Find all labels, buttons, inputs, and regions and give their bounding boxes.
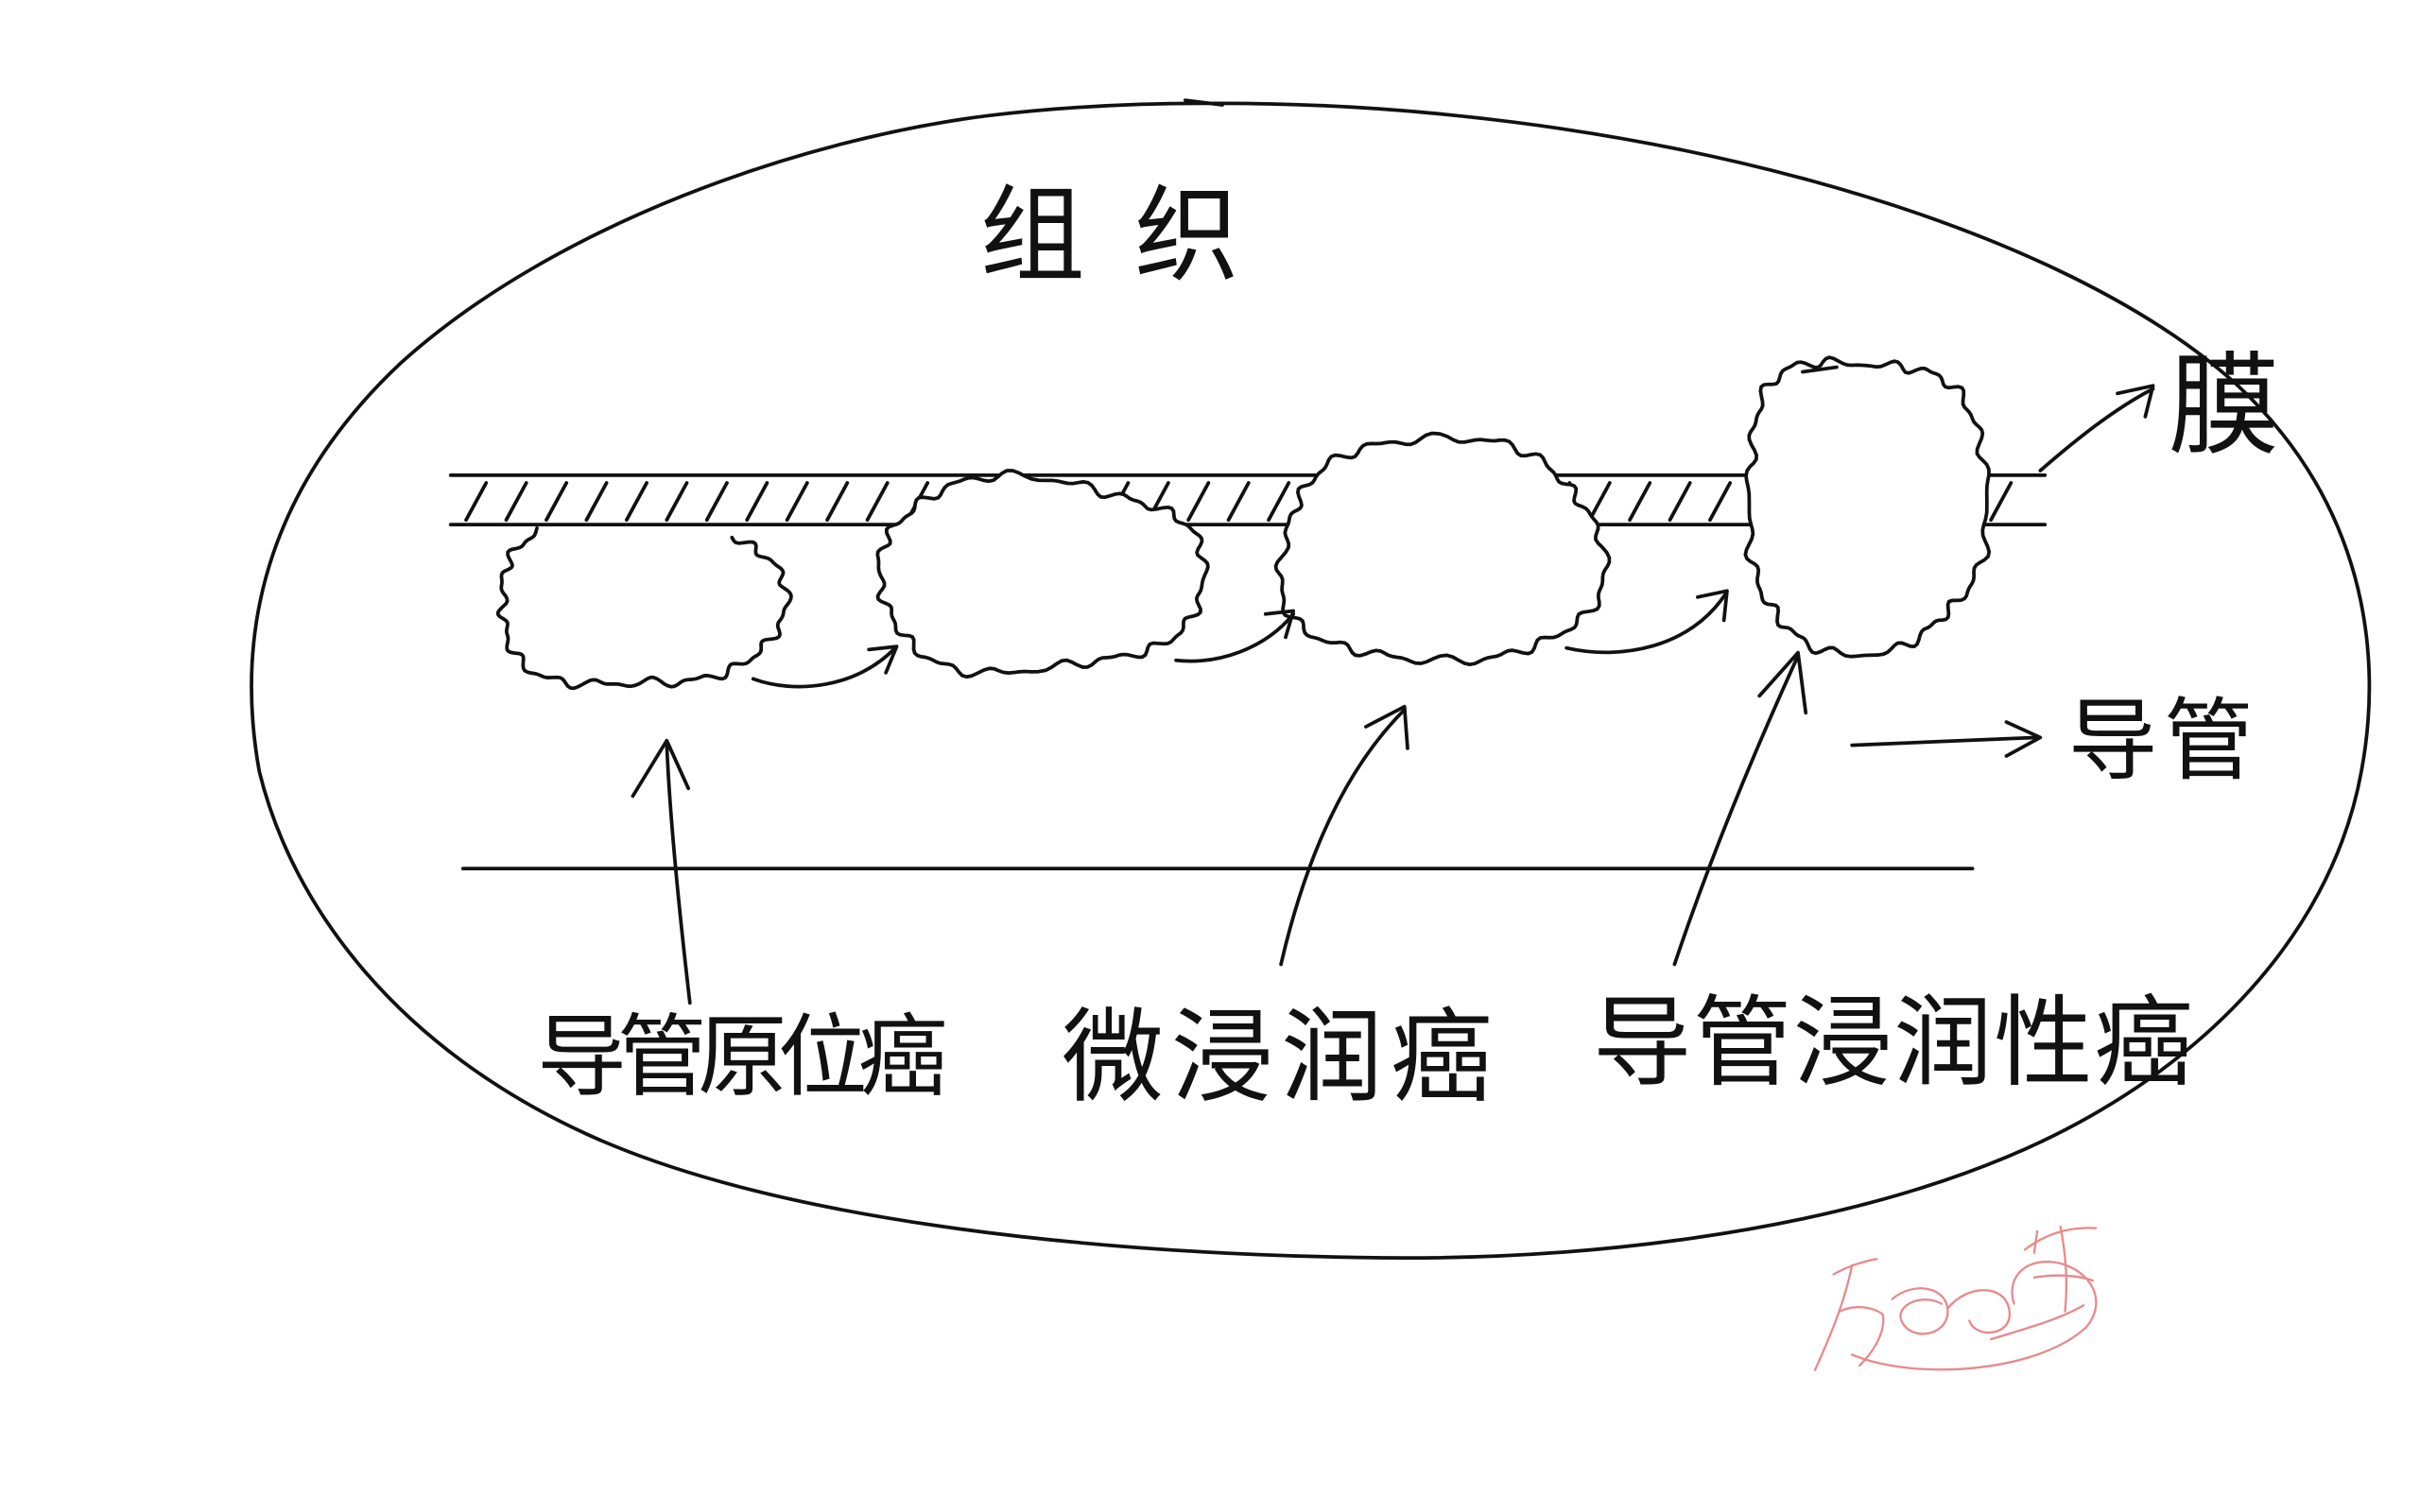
signature-stroke [1832,1258,1878,1276]
signature-stroke [1946,1289,2011,1334]
membrane-pointer-arrow [2038,387,2155,472]
signature-stroke [2023,1227,2098,1251]
lesion-invasive [1743,355,1992,659]
duct-pointer-arrow [1850,735,2039,747]
signature-stroke [1891,1287,1949,1335]
duct-pointer-arrow-head [2004,720,2043,758]
tissue-outline [250,101,2372,1261]
progression-arrow-1 [751,645,897,689]
tissue-outline-tick [1184,98,1224,107]
signature-stroke [1851,1261,2098,1371]
membrane-pointer-arrow-head [2116,384,2155,419]
progression-arrow-3 [1564,592,1728,655]
signature [1813,1225,2098,1371]
microinvasive-carcinoma-label: 微浸润癌 [1062,999,1500,1117]
signature-stroke [1838,1306,1885,1367]
invasive-pointer-arrow [1672,654,1800,967]
signature-stroke [2032,1229,2039,1254]
pointer-arrows [631,384,2155,1005]
invasive-carcinoma-label: 导管浸润性癌 [1593,986,2195,1101]
progression-arrow-1-head [867,644,899,675]
in-situ-pointer-arrow-head [631,738,691,799]
tissue-label: 组织 [980,175,1289,297]
signature-stroke [1813,1263,1854,1371]
membrane-label: 膜 [2169,341,2280,471]
tissue-region: 组织 [250,98,2372,1261]
duct-label: 导管 [2068,689,2259,793]
progression-arrow-2-head [1263,609,1296,640]
invasive-pointer-arrow-head [1757,650,1808,715]
progression-arrow-3-head [1696,589,1729,623]
lesion-in-situ [495,525,793,691]
lesion-invasive-tick [1801,365,1839,374]
signature-stroke [2059,1225,2067,1313]
microinvasive-pointer-arrow-head [1364,704,1409,750]
lesion-microinvasive [1273,431,1612,667]
signature-stroke [1989,1304,2085,1341]
microinvasive-pointer-arrow [1279,708,1407,967]
in-situ-pointer-arrow [665,742,692,1005]
labels: 膜 导管 导管原位癌 微浸润癌 导管浸润性癌 [537,341,2279,1117]
progression-arrows [751,589,1729,689]
lesions [495,355,1992,691]
signature-stroke [2032,1274,2095,1282]
in-situ-carcinoma-label: 导管原位癌 [537,1005,944,1109]
lesion-breaching [875,469,1210,679]
progression-arrow-2 [1174,611,1296,663]
